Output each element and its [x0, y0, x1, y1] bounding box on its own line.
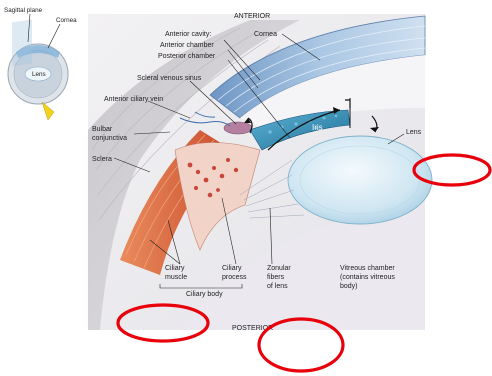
label-zonular-1: Zonular [267, 265, 291, 272]
label-ciliary-muscle-1: Ciliary [165, 265, 185, 272]
label-vitreous-1: Vitreous chamber [340, 265, 395, 272]
inset-sagittal-plane-label: Sagittal plane [4, 7, 43, 14]
label-anterior-chamber: Anterior chamber [160, 42, 214, 49]
label-bulbar-1: Bulbar [92, 126, 113, 133]
inset-eye-diagram: Sagittal plane Cornea Lens [4, 7, 77, 120]
label-ciliary-body: Ciliary body [186, 291, 223, 298]
label-anterior-cavity: Anterior cavity: [165, 31, 211, 38]
inset-lens-label: Lens [32, 71, 46, 78]
label-sclera: Sclera [92, 156, 112, 163]
label-iris: Iris [312, 123, 323, 132]
main-eye-section [88, 14, 432, 330]
label-ciliary-process-1: Ciliary [222, 265, 242, 272]
label-cornea: Cornea [254, 31, 277, 38]
label-scleral-venous-sinus: Scleral venous sinus [137, 75, 202, 82]
label-bulbar-2: conjunctiva [92, 135, 127, 142]
label-anterior-ciliary-vein: Anterior ciliary vein [104, 96, 163, 103]
label-posterior-chamber: Posterior chamber [158, 53, 216, 60]
inset-cornea-label: Cornea [56, 17, 77, 24]
label-lens: Lens [406, 129, 422, 136]
label-zonular-3: of lens [267, 283, 288, 290]
label-ciliary-process-2: process [222, 274, 247, 281]
label-vitreous-2: (contains vitreous [340, 274, 395, 281]
inset-optic-nerve [42, 102, 54, 120]
label-vitreous-3: body) [340, 283, 358, 290]
label-zonular-2: fibers [267, 274, 285, 281]
lens-body [288, 136, 432, 224]
scleral-venous-sinus [224, 122, 252, 134]
label-ciliary-muscle-2: muscle [165, 274, 187, 281]
label-anterior: ANTERIOR [234, 13, 270, 20]
